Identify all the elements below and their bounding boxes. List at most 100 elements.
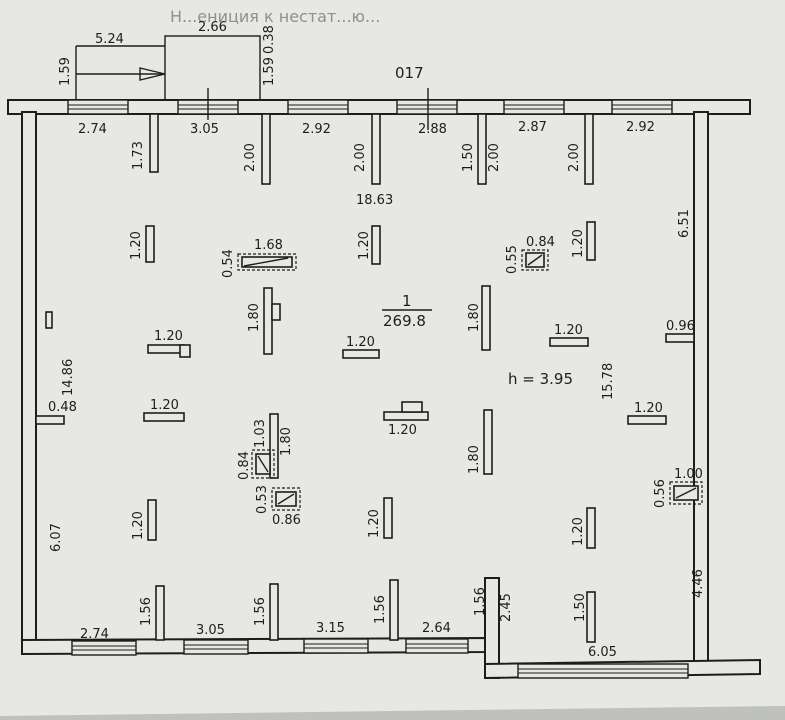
dim-top-overall-b: 2.66 (198, 20, 227, 35)
column-left-2 (143, 412, 185, 422)
left-wall (21, 111, 37, 643)
label-shaft-5-h: 0.56 (653, 479, 668, 508)
shaft-4 (271, 487, 301, 511)
dim-top-window-2: 3.05 (190, 122, 219, 137)
column-bottom-1 (147, 499, 157, 541)
shaft-1 (237, 253, 297, 271)
top-piers (149, 113, 594, 185)
entrance-arrow-icon (139, 67, 166, 81)
label-col-mid-1: 1.80 (247, 303, 262, 332)
column-center-1 (342, 349, 380, 359)
label-col-left-2: 1.20 (150, 398, 179, 413)
column-bottom-2 (383, 497, 393, 539)
column-left-1 (147, 344, 185, 354)
window-top-3 (287, 99, 349, 115)
columns (35, 221, 695, 643)
dim-bottom-pier-4: 1.56 (473, 587, 488, 616)
window-bottom-1 (71, 640, 137, 656)
dim-bottom-window-1: 2.74 (80, 627, 109, 642)
dim-bottom-pier-3: 1.56 (373, 595, 388, 624)
column-right-2 (627, 415, 667, 425)
dim-top-pier-2: 2.00 (243, 143, 258, 172)
shaft-2 (521, 249, 549, 271)
dim-top-left-h: 1.59 (58, 57, 73, 86)
label-col-right-2: 1.20 (634, 401, 663, 416)
label-col-left-1: 1.20 (154, 329, 183, 344)
dim-right-wall-upper: 6.51 (677, 209, 692, 238)
column-lower-2 (483, 409, 493, 475)
dim-bottom-right-window: 6.05 (588, 645, 617, 660)
column-mid-2 (481, 285, 491, 351)
bottom-pier-1 (155, 585, 165, 641)
window-bottom-4 (405, 638, 469, 654)
walls (7, 99, 761, 680)
dim-top-mid-h: 1.59 (262, 57, 277, 86)
label-col-upper-3: 1.20 (571, 229, 586, 258)
labels: 017 1 269.8 h = 3.95 5.24 2.66 1.59 1.59… (48, 20, 706, 660)
dim-right-wall-lower: 4.46 (691, 569, 706, 598)
label-col-right-1: 1.20 (554, 323, 583, 338)
room-code: 017 (395, 64, 424, 82)
dim-bottom-pier-1: 1.56 (139, 597, 154, 626)
shafts (237, 249, 703, 511)
label-col-lower-2: 1.80 (467, 445, 482, 474)
column-center-2-cap (401, 401, 423, 413)
label-col-bottom-1: 1.20 (131, 511, 146, 540)
window-top-5 (503, 99, 565, 115)
label-shaft-2-w: 0.84 (526, 235, 555, 250)
bottom-piers (155, 579, 399, 641)
dim-top-window-4: 2.88 (418, 122, 447, 137)
label-shaft-4-h: 0.53 (255, 485, 270, 514)
window-bottom-5 (517, 663, 689, 679)
dim-top-right-h: 0.38 (262, 25, 277, 54)
label-shaft-3-h: 0.84 (237, 451, 252, 480)
column-bottom-3 (586, 507, 596, 549)
window-bottom-2 (183, 639, 249, 655)
dim-right-niche: 0.96 (666, 319, 695, 334)
label-col-upper-1: 1.20 (129, 231, 144, 260)
window-bottom-3 (303, 638, 369, 654)
dim-top-window-1: 2.74 (78, 122, 107, 137)
dim-top-pier-1: 1.73 (131, 141, 146, 170)
window-top-6 (611, 99, 673, 115)
label-shaft-1-h: 0.54 (221, 249, 236, 278)
top-pier-5 (584, 113, 594, 185)
label-shaft-3-w: 1.03 (253, 419, 268, 448)
room-number: 1 (402, 292, 412, 310)
dim-bottom-window-4: 2.64 (422, 621, 451, 636)
dim-top-overall-a: 5.24 (95, 32, 124, 47)
column-upper-3 (586, 221, 596, 261)
dim-left-niche: 0.48 (48, 400, 77, 415)
column-upper-2 (371, 225, 381, 265)
dim-bottom-pier-2: 1.56 (253, 597, 268, 626)
dim-bottom-window-3: 3.15 (316, 621, 345, 636)
dim-room-width: 18.63 (356, 193, 393, 208)
dim-top-window-6: 2.92 (626, 120, 655, 135)
column-left-1-tab (179, 344, 191, 358)
exterior-extension (75, 35, 429, 130)
bottom-pier-2 (269, 583, 279, 641)
column-upper-1 (145, 225, 155, 263)
column-bottom-4 (586, 591, 596, 643)
top-pier-4 (477, 113, 487, 185)
column-mid-1-bracket (271, 303, 281, 321)
label-col-mid-2: 1.80 (467, 303, 482, 332)
dim-bottom-pier-5: 2.45 (499, 593, 514, 622)
window-top-1 (67, 99, 129, 115)
label-shaft-1-w: 1.68 (254, 238, 283, 253)
dim-top-pier-5: 2.00 (487, 143, 502, 172)
shaft-3 (251, 449, 275, 479)
top-pier-3 (371, 113, 381, 185)
ceiling-height: h = 3.95 (508, 370, 573, 388)
left-niche (35, 415, 65, 425)
column-right-1 (549, 337, 589, 347)
label-col-bottom-3: 1.20 (571, 517, 586, 546)
label-col-lower-1: 1.80 (279, 427, 294, 456)
label-col-center-1: 1.20 (346, 335, 375, 350)
window-top-4 (396, 99, 458, 115)
dim-top-pier-3: 2.00 (353, 143, 368, 172)
bottom-windows (71, 638, 689, 679)
label-col-upper-2: 1.20 (357, 231, 372, 260)
